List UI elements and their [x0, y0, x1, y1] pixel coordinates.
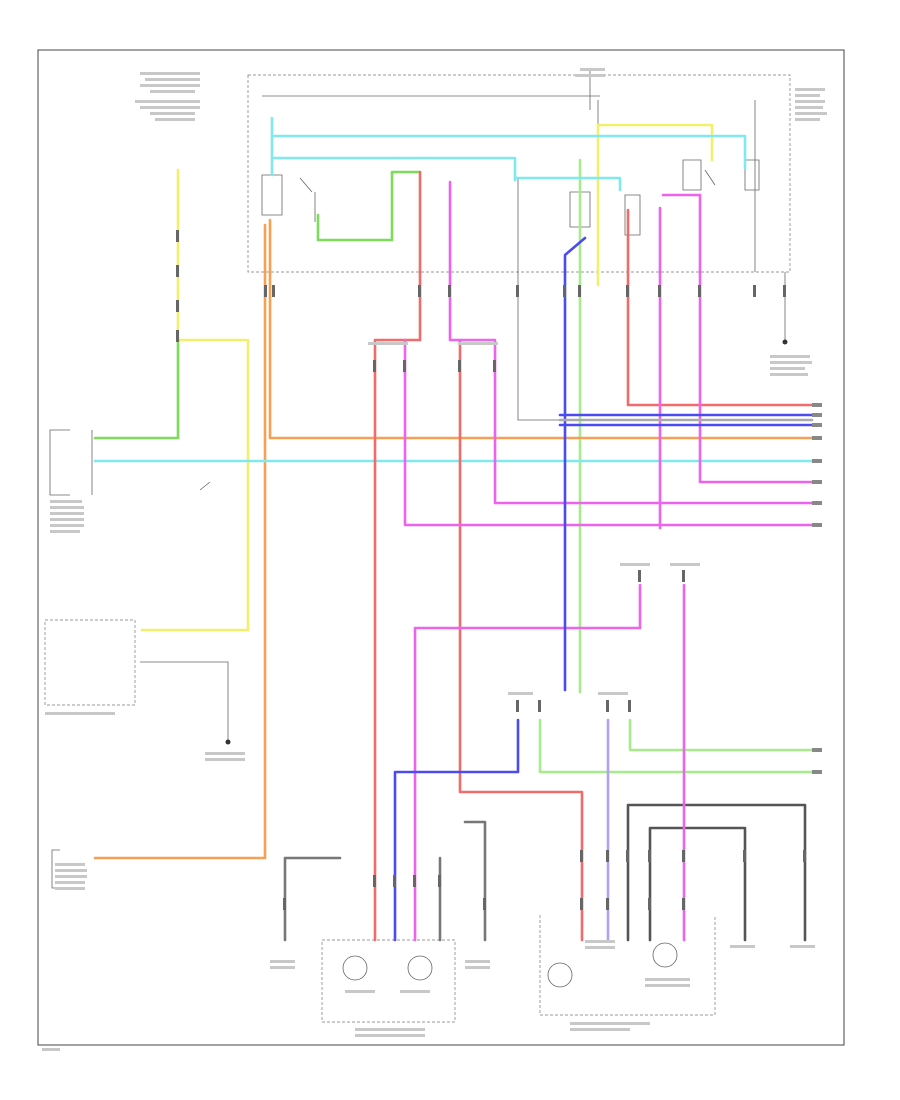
dimmer-ground-symbol: [225, 739, 231, 745]
red-wire-1: [373, 170, 422, 942]
right-bulb-b: [652, 942, 678, 968]
page-frame: [37, 49, 845, 1046]
green-wire-low: [538, 718, 814, 774]
light-relay-symbol: [569, 191, 641, 236]
yellow-wire-top: [596, 123, 714, 162]
power-relay-symbol: [261, 174, 316, 222]
blue-wire-low: [393, 718, 520, 942]
relay-box-gray-wire: [517, 100, 756, 421]
magenta-wire-5: [413, 583, 642, 942]
ground-symbol: [782, 339, 788, 345]
dimmer-module-wire: [140, 661, 229, 740]
left-low-beam-bulb: [342, 955, 368, 981]
switch-arm: [199, 481, 211, 491]
cyan-wire-2: [270, 156, 517, 182]
ground-wire-2: [463, 820, 487, 942]
yellow-wire: [140, 168, 250, 632]
switch-symbol: [682, 159, 760, 191]
dimmer-module-outline: [44, 619, 136, 706]
right-headlamp-assy-outline: [539, 915, 716, 1016]
ground-wire-5: [648, 826, 747, 942]
green-wire-low-2: [628, 718, 814, 752]
green-wire-relay: [316, 170, 422, 242]
red-wire-3: [626, 208, 814, 407]
orange-wire: [268, 218, 814, 440]
cyan-wire-4: [513, 176, 622, 192]
orange-wire-down: [93, 223, 267, 860]
blue-wire-relay: [563, 236, 587, 692]
magenta-wire-2: [448, 180, 814, 505]
magenta-wire-1: [403, 338, 814, 527]
label-placeholders: [42, 68, 827, 1051]
connector-markers: [812, 403, 822, 774]
auto-light-sensor-box: [49, 429, 70, 496]
left-headlamp-assy-outline: [321, 939, 456, 1023]
relay-box-outline: [247, 74, 791, 273]
right-bulb-a: [547, 962, 573, 988]
ground-wire-1: [283, 856, 342, 942]
ground-wire-4: [626, 803, 807, 942]
connector-pins: [176, 230, 806, 910]
green-wire: [93, 338, 180, 440]
cyan-wire-top: [270, 134, 747, 170]
red-wire-2: [458, 338, 584, 942]
left-high-beam-bulb: [407, 955, 433, 981]
